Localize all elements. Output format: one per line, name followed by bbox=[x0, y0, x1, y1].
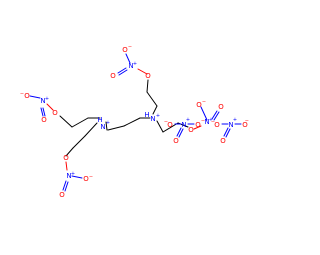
nitrogen-label: N bbox=[181, 121, 186, 129]
bond bbox=[193, 125, 202, 130]
oxygen-anion-label: O bbox=[122, 46, 128, 54]
charge-minus: − bbox=[211, 119, 215, 125]
ammonium-nitrogen-label: N bbox=[150, 115, 155, 123]
oxygen-label: O bbox=[218, 103, 224, 111]
bond bbox=[178, 128, 184, 138]
oxygen-anion-label: O bbox=[24, 92, 30, 100]
nitrogen-label: N bbox=[40, 97, 45, 105]
charge-minus: − bbox=[164, 119, 168, 125]
structure-canvas: O N + O − O O N + O − O H N + H N + O N … bbox=[20, 44, 249, 199]
bond bbox=[72, 135, 86, 149]
bond bbox=[137, 68, 148, 75]
bond bbox=[107, 125, 125, 131]
oxygen-anion-label: O bbox=[195, 121, 201, 129]
oxygen-label: O bbox=[220, 137, 226, 145]
nitrogen-label: N bbox=[204, 118, 209, 126]
atom-labels: O N + O − O O N + O − O H N + H N + O N … bbox=[20, 44, 249, 199]
oxygen-label: O bbox=[173, 137, 179, 145]
bond bbox=[200, 106, 208, 121]
bond bbox=[40, 107, 44, 117]
bond bbox=[64, 181, 69, 192]
oxygen-label: O bbox=[41, 116, 47, 124]
ester-bonds bbox=[59, 79, 189, 157]
charge-plus: + bbox=[45, 96, 49, 102]
oxygen-label: O bbox=[188, 126, 194, 134]
bond bbox=[46, 103, 54, 111]
oxygen-anion-label: O bbox=[196, 101, 202, 109]
bond bbox=[29, 95, 41, 99]
charge-minus: − bbox=[128, 44, 132, 50]
ammonium-nitrogen-label: H bbox=[144, 111, 149, 119]
oxygen-anion-label: O bbox=[167, 121, 173, 129]
charge-plus: + bbox=[156, 113, 160, 119]
molecule-structure: O N + O − O O N + O − O H N + H N + O N … bbox=[20, 44, 249, 199]
oxygen-anion-label: O bbox=[214, 121, 220, 129]
nitrogen-label: N bbox=[128, 62, 133, 70]
bond bbox=[84, 122, 98, 137]
charge-plus: + bbox=[71, 171, 75, 177]
charge-plus: + bbox=[133, 61, 137, 67]
bond bbox=[118, 69, 128, 76]
bond bbox=[71, 117, 89, 128]
bond bbox=[152, 105, 158, 115]
charge-plus: + bbox=[209, 117, 213, 123]
bond bbox=[123, 117, 141, 127]
bond bbox=[211, 110, 218, 120]
bond bbox=[62, 180, 67, 191]
oxygen-anion-label: O bbox=[83, 175, 89, 183]
carbon-skeleton bbox=[71, 91, 179, 149]
bond bbox=[59, 115, 73, 128]
bond bbox=[146, 91, 158, 107]
nitrate-bonds bbox=[29, 53, 242, 192]
charge-minus: − bbox=[245, 118, 249, 124]
oxygen-label: O bbox=[52, 109, 58, 117]
oxygen-label: O bbox=[59, 191, 65, 199]
nitrogen-label: N bbox=[66, 172, 71, 180]
bond bbox=[71, 175, 83, 179]
nitrogen-label: N bbox=[228, 121, 233, 129]
bond bbox=[42, 107, 46, 117]
charge-plus: + bbox=[233, 117, 237, 123]
charge-minus: − bbox=[201, 118, 205, 124]
charge-minus: − bbox=[202, 99, 206, 105]
bond bbox=[223, 127, 229, 137]
charge-plus: + bbox=[186, 117, 190, 123]
oxygen-label: O bbox=[145, 72, 151, 80]
bond bbox=[117, 67, 127, 74]
oxygen-anion-label: O bbox=[242, 121, 248, 129]
bond bbox=[176, 127, 182, 137]
bond bbox=[213, 111, 220, 121]
oxygen-label: O bbox=[63, 154, 69, 162]
charge-plus: + bbox=[106, 120, 110, 126]
ammonium-nitrogen-label: H bbox=[97, 116, 102, 124]
bond bbox=[146, 79, 149, 93]
bond bbox=[156, 120, 164, 133]
bond bbox=[105, 121, 108, 131]
bond bbox=[125, 53, 131, 64]
charge-minus: − bbox=[89, 174, 93, 180]
ammonium-nitrogen-label: N bbox=[100, 123, 105, 131]
charge-minus: − bbox=[20, 91, 24, 97]
bond bbox=[65, 147, 74, 157]
oxygen-label: O bbox=[110, 72, 116, 80]
bond bbox=[225, 128, 231, 138]
bond bbox=[65, 161, 68, 171]
